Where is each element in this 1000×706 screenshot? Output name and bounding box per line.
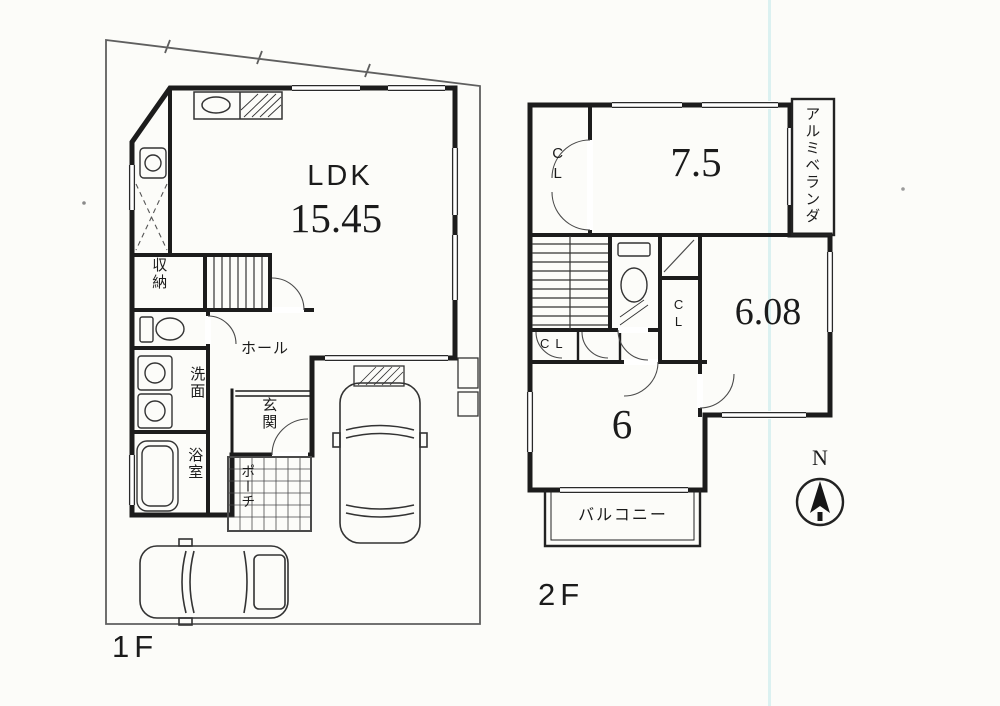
balcony-label: バルコニー xyxy=(578,507,668,524)
scan-artifacts xyxy=(82,0,905,706)
porch-tile-icon xyxy=(227,456,312,532)
powder-basin-icon xyxy=(139,147,167,179)
room-label-hall: ホール xyxy=(241,340,290,357)
room-label-entrance: 玄関 xyxy=(260,397,278,431)
room-area-6-08: 6.08 xyxy=(734,291,802,333)
veranda-outline xyxy=(790,97,836,237)
toilet-1f-icon xyxy=(139,316,185,343)
door-arcs-1f xyxy=(207,277,309,456)
kitchen-counter-icon xyxy=(193,91,283,120)
balcony-outline xyxy=(543,490,702,548)
room-label-porch: ポーチ xyxy=(240,464,257,509)
floor1-windows xyxy=(128,84,459,505)
room-label-washroom: 洗面 xyxy=(188,366,206,400)
car-icon-street xyxy=(139,538,289,626)
exterior-equipment-icons xyxy=(457,357,479,417)
car-icon-driveway xyxy=(332,382,428,544)
floor1-label: 1F xyxy=(112,629,159,664)
room-label-storage: 収納 xyxy=(150,257,168,291)
floor2-windows xyxy=(526,101,834,494)
laundry-fixture-icons xyxy=(137,355,173,429)
door-arcs-2f xyxy=(535,139,735,409)
closet-label-b: CL xyxy=(671,297,687,331)
powder-room-dashes xyxy=(135,183,168,251)
stairs-1f-icon xyxy=(213,257,263,308)
stairs-2f-icon xyxy=(532,236,608,329)
veranda-label: アルミベランダ xyxy=(803,106,821,225)
car-front-pad-hatch xyxy=(353,365,405,387)
room-label-ldk: LDK xyxy=(307,160,373,192)
room-label-bathroom: 浴室 xyxy=(186,447,204,481)
room-area-ldk: 15.45 xyxy=(289,195,383,241)
lot-boundary xyxy=(105,38,481,625)
room-area-6: 6 xyxy=(611,401,633,447)
floor1-walls xyxy=(129,85,458,518)
closet-label-a: CL xyxy=(549,145,567,185)
north-compass-icon xyxy=(795,477,845,527)
compass-north-label: N xyxy=(812,445,828,470)
floor2-label: 2F xyxy=(538,577,585,612)
closet-label-c: CL xyxy=(540,336,569,351)
bathtub-icon xyxy=(136,440,179,512)
room-area-7-5: 7.5 xyxy=(670,139,722,185)
toilet-2f-icon xyxy=(617,242,651,326)
